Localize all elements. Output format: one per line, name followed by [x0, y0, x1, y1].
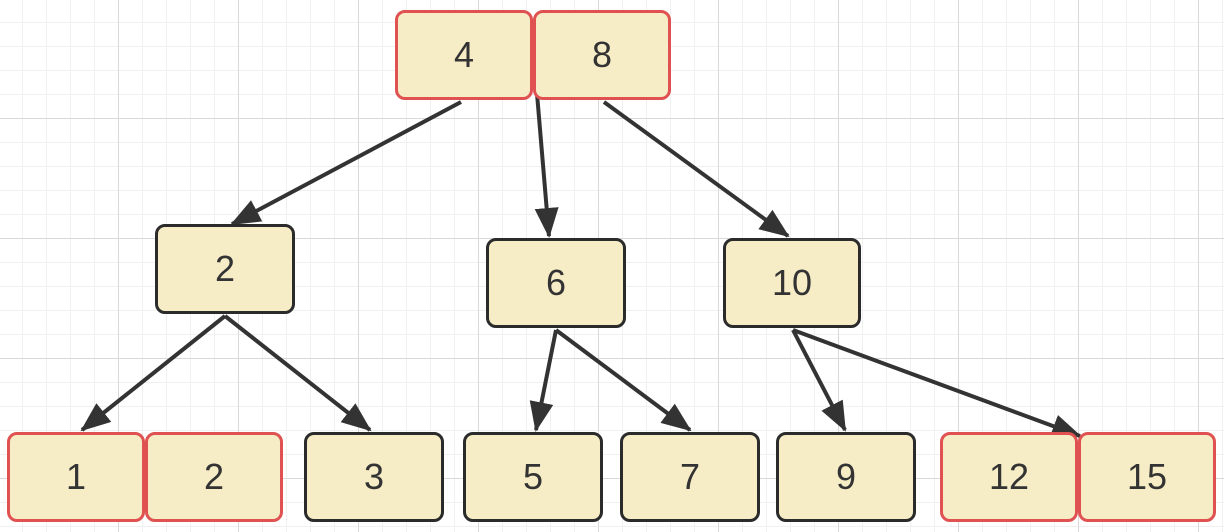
tree-node-4: 4	[395, 10, 533, 100]
tree-node-2: 2	[155, 224, 295, 314]
node-label: 1	[65, 456, 87, 497]
tree-leaf-3: 3	[304, 432, 444, 522]
tree-leaf-9: 9	[776, 432, 916, 522]
tree-leaf-15: 15	[1078, 432, 1216, 522]
tree-node-10: 10	[723, 238, 861, 328]
edge-n10-to-leaf-9	[791, 329, 847, 432]
node-label: 6	[545, 262, 567, 303]
edge-n2-to-leaf-3	[223, 314, 372, 432]
edge-root-right-to-n10	[602, 100, 790, 238]
edge-n6-to-leaf-5	[529, 329, 558, 432]
node-label: 7	[679, 456, 701, 497]
tree-leaf-1: 1	[7, 432, 145, 522]
tree-leaf-5: 5	[463, 432, 603, 522]
edge-n10-to-leaf-12	[792, 328, 1082, 438]
tree-leaf-2: 2	[145, 432, 283, 522]
node-label: 10	[771, 262, 813, 303]
tree-leaf-12: 12	[940, 432, 1078, 522]
tree-node-8: 8	[533, 10, 671, 100]
node-label: 2	[214, 248, 236, 289]
edge-n6-to-leaf-7	[554, 328, 692, 432]
node-label: 8	[591, 34, 613, 75]
edge-root-left-to-n2	[230, 100, 462, 226]
node-label: 2	[203, 456, 225, 497]
node-label: 4	[453, 34, 475, 75]
node-label: 12	[988, 456, 1030, 497]
edge-n2-to-leaf-1	[80, 314, 227, 432]
node-label: 5	[522, 456, 544, 497]
tree-leaf-7: 7	[620, 432, 760, 522]
node-label: 15	[1126, 456, 1168, 497]
node-label: 9	[835, 456, 857, 497]
node-label: 3	[363, 456, 385, 497]
tree-node-6: 6	[486, 238, 626, 328]
